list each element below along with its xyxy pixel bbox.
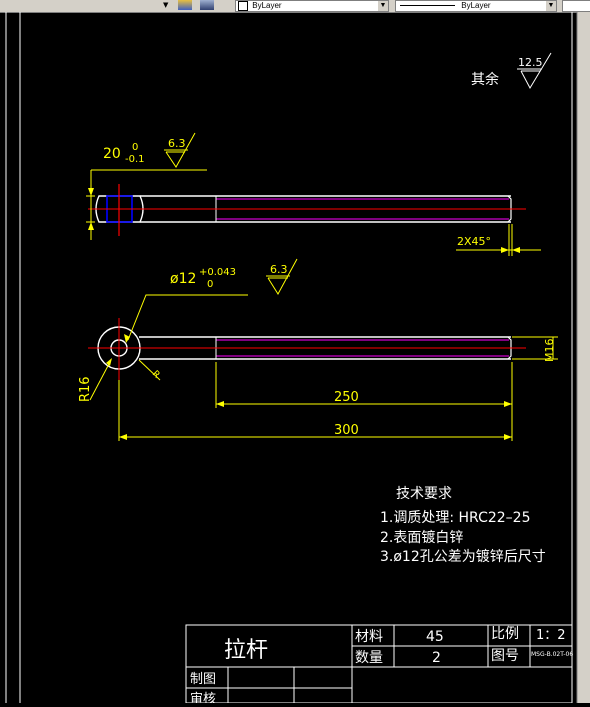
small-r-leader: [138, 359, 161, 381]
layers-icon[interactable]: [178, 0, 192, 10]
plotstyle-dropdown[interactable]: [562, 0, 590, 12]
dim20-tol-lower: -0.1: [125, 154, 145, 165]
small-r-text: R: [150, 369, 162, 381]
dim20-tol-upper: 0: [132, 142, 138, 153]
scrollbar-right[interactable]: [577, 12, 590, 703]
dim20-text: 20: [103, 146, 121, 162]
lineweight-value: ByLayer: [461, 1, 491, 10]
surface-rest-value: 12.5: [518, 56, 543, 69]
layer-states-icon[interactable]: [200, 0, 214, 10]
hole-tol-lower: 0: [207, 279, 213, 290]
m16-text: M16: [543, 339, 556, 363]
roughness-top-symbol: [165, 132, 196, 168]
dwg-no-label: 图号: [491, 648, 519, 664]
scale-label: 比例: [491, 626, 519, 642]
linetype-dropdown[interactable]: ByLayer ▼: [235, 0, 389, 12]
cad-drawing[interactable]: 其余 12.5 20 0 -0.1 6.3 2X45° ø12 +0.043 0: [0, 12, 590, 707]
notes-title: 技术要求: [396, 486, 452, 502]
drawn-label: 制图: [190, 672, 216, 687]
roughness-rest-symbol: [520, 52, 552, 90]
chamfer-arrows: [501, 247, 520, 253]
notes-item-2: 2.表面镀白锌: [380, 529, 463, 546]
lineweight-line: [400, 5, 455, 7]
layer-dropdown-arrow[interactable]: ▼: [163, 1, 169, 9]
chamfer-text: 2X45°: [457, 235, 491, 248]
roughness-hole-symbol: [267, 258, 298, 295]
roughness-top-value: 6.3: [168, 137, 186, 150]
qty-label: 数量: [355, 650, 383, 666]
dim250-text: 250: [334, 390, 359, 405]
roughness-hole-value: 6.3: [270, 263, 288, 276]
hole-dia-leader: [127, 294, 248, 341]
checked-label: 审核: [190, 692, 216, 703]
chevron-down-icon[interactable]: ▼: [546, 1, 556, 11]
material-label: 材料: [355, 629, 383, 645]
qty-value: 2: [432, 650, 441, 666]
chevron-down-icon[interactable]: ▼: [378, 1, 388, 11]
linetype-value: ByLayer: [252, 1, 282, 11]
hole-dia-arrow: [124, 334, 130, 343]
rod-head-profile: [95, 195, 144, 223]
linetype-swatch: [238, 1, 248, 11]
properties-toolbar: ▼ ByLayer ▼ ByLayer ▼: [0, 0, 590, 13]
dwg-no-value: MSG-B.02T-06: [531, 651, 573, 658]
r16-text: R16: [78, 376, 93, 402]
scale-value: 1：2: [536, 628, 566, 643]
part-name: 拉杆: [224, 638, 268, 663]
lineweight-dropdown[interactable]: ByLayer ▼: [395, 0, 557, 12]
r16-arrow: [106, 358, 112, 366]
notes-item-3: 3.ø12孔公差为镀锌后尺寸: [380, 548, 546, 565]
material-value: 45: [426, 629, 444, 645]
drawing-canvas[interactable]: 其余 12.5 20 0 -0.1 6.3 2X45° ø12 +0.043 0: [0, 12, 590, 707]
dim300-text: 300: [334, 423, 359, 438]
r16-leader: [89, 361, 111, 401]
notes-item-1: 1.调质处理: HRC22–25: [380, 510, 531, 526]
hole-tol-upper: +0.043: [199, 267, 236, 278]
hole-dia-text: ø12: [170, 271, 196, 287]
surface-rest-label: 其余: [471, 71, 499, 88]
